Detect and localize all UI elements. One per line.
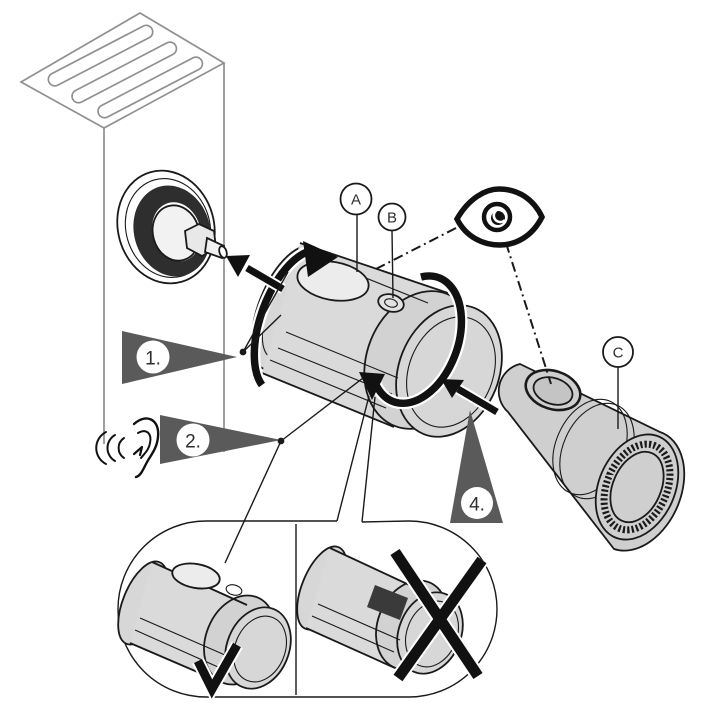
radiator-heating-slots [47,24,204,119]
valve-spindle-tip [218,245,228,259]
arrow-step-4 [441,379,500,417]
radiator-top-face [19,12,226,129]
step-4-marker: 4. [450,410,503,523]
step-1-text: 1. [145,349,161,370]
cover-window [532,376,574,406]
sight-lines [373,227,552,385]
actuator-bottom-edge [261,372,395,428]
callout-outline [117,520,498,698]
eye-icon [453,186,546,248]
setting-button-inner [384,298,398,308]
detail-callout [117,395,498,703]
step-1-marker: 1. [122,271,289,384]
step-2-text: 2. [185,432,201,453]
actuator [250,242,503,438]
step-2-dot [277,437,285,445]
cover-inner-rim [609,450,665,524]
label-a: A [339,182,373,272]
label-b-text: B [387,210,397,227]
mini-back-patch [367,585,408,620]
cover-cap [497,363,686,552]
checkmark-icon [193,642,241,699]
rotation-arrow-front [359,269,468,410]
callout-wedge-left [336,395,370,522]
valve-ring-2 [124,178,212,278]
label-a-text: A [351,192,361,209]
label-c: C [602,336,634,429]
correct-orientation-view [117,560,292,703]
radiator-valve [116,169,228,285]
mini-display-window [171,562,221,590]
step-4-text: 4. [469,495,485,516]
valve-knurl [133,185,211,277]
arrow-step-1 [226,255,286,294]
step-1-dot [239,348,247,356]
callout-wedge-right [361,396,376,523]
label-c-text: C [613,345,624,362]
actuator-front-cap-inner [406,316,496,428]
sight-line-to-cover-window [505,242,552,385]
rotation-arrow-rear [248,241,338,389]
ear-icon [95,417,160,479]
rotation-arrow-rear-head [303,241,338,277]
step-2-marker: 2. [160,377,364,564]
sight-line-to-actuator [373,227,457,271]
wrong-orientation-view [296,545,489,683]
rotation-arrow-front-head [359,372,385,400]
label-b: B [377,202,407,299]
cover-toothed-ring [600,440,674,534]
cross-icon [388,547,489,683]
